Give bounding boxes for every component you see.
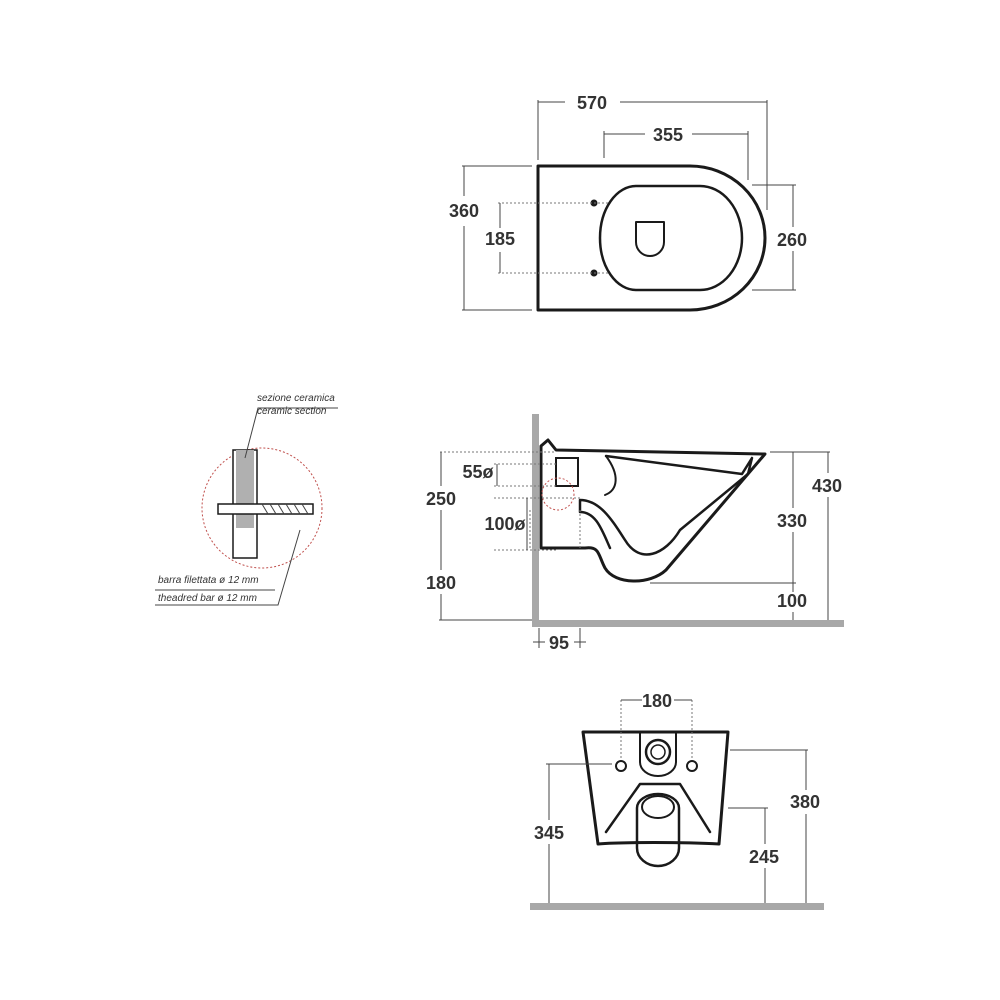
fixing-detail: sezione ceramica ceramic section barra f… bbox=[155, 393, 338, 606]
dim-bowl-width: 260 bbox=[777, 230, 807, 250]
rear-view-outlet bbox=[635, 792, 681, 868]
side-view-outline bbox=[539, 438, 767, 583]
label-threaded-bar-en: theadred bar ø 12 mm bbox=[158, 593, 257, 604]
rear-view-inlet-recess bbox=[639, 731, 677, 777]
rear-view-fixing-hole-right bbox=[686, 760, 698, 772]
dim-outlet-diameter: 100ø bbox=[484, 514, 525, 534]
detail-ceramic-section-lower bbox=[236, 514, 254, 528]
rear-view-inlet bbox=[644, 738, 672, 766]
top-view-outlet bbox=[635, 221, 665, 257]
dim-wall-offset: 95 bbox=[549, 633, 569, 653]
rear-view-recess bbox=[604, 782, 712, 834]
side-view-trap bbox=[578, 454, 754, 556]
side-view: 430 330 100 250 180 55ø 100ø 95 bbox=[426, 414, 844, 653]
label-ceramic-section-it: sezione ceramica bbox=[257, 393, 335, 404]
dim-rear-outlet-height: 245 bbox=[749, 847, 779, 867]
rear-view-fixing-hole-left bbox=[615, 760, 627, 772]
side-wall bbox=[532, 414, 539, 626]
detail-ceramic-section bbox=[236, 450, 254, 505]
rear-floor bbox=[530, 903, 824, 910]
dim-rear-top-height: 380 bbox=[790, 792, 820, 812]
dim-bowl-depth: 330 bbox=[777, 511, 807, 531]
dim-fixing-to-outlet: 355 bbox=[653, 125, 683, 145]
dim-rear-fixing-spacing: 180 bbox=[642, 691, 672, 711]
top-view: 570 355 360 185 260 bbox=[449, 93, 807, 312]
dim-outlet-floor-height: 180 bbox=[426, 573, 456, 593]
rear-view-outline bbox=[581, 730, 730, 846]
dim-overall-width: 360 bbox=[449, 201, 479, 221]
dim-overall-length: 570 bbox=[577, 93, 607, 113]
dim-rear-fixing-height: 345 bbox=[534, 823, 564, 843]
dim-outlet-height: 250 bbox=[426, 489, 456, 509]
dim-inlet-diameter: 55ø bbox=[462, 462, 493, 482]
side-floor bbox=[532, 620, 844, 627]
dim-overall-height: 430 bbox=[812, 476, 842, 496]
detail-circle bbox=[201, 447, 323, 569]
label-ceramic-section-en: ceramic section bbox=[257, 406, 327, 417]
label-threaded-bar-it: barra filettata ø 12 mm bbox=[158, 575, 259, 586]
rear-view-outlet-opening bbox=[641, 795, 675, 819]
top-view-outline bbox=[536, 164, 767, 312]
top-view-bowl bbox=[598, 184, 744, 292]
dim-fixing-spacing: 185 bbox=[485, 229, 515, 249]
side-view-inlet bbox=[555, 457, 579, 487]
dim-foot-height: 100 bbox=[777, 591, 807, 611]
rear-view: 180 345 380 245 bbox=[530, 691, 824, 910]
side-view-rim bbox=[604, 455, 617, 496]
